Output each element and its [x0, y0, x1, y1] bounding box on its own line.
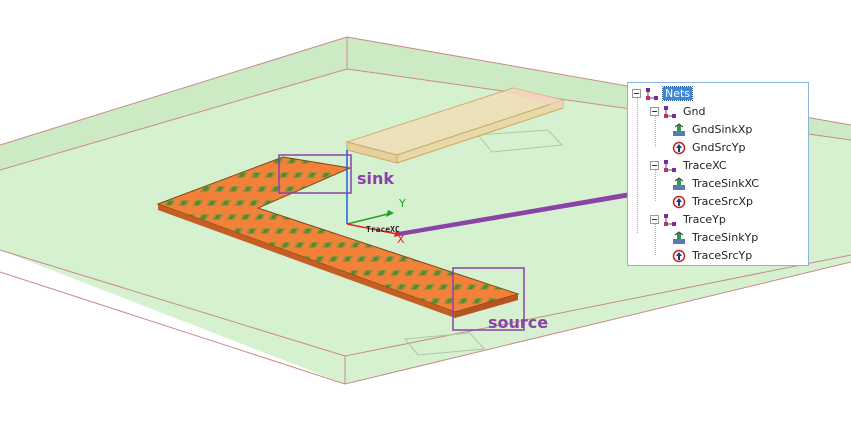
tree-guide	[655, 169, 656, 201]
source-terminal-icon	[672, 195, 686, 208]
sink-terminal-icon	[673, 122, 685, 136]
axis-y-label: Y	[399, 197, 406, 210]
source-callout-box	[452, 267, 525, 331]
tree-item-tracexc[interactable]: TraceXC	[650, 157, 729, 174]
tree-guide	[637, 97, 638, 233]
trace-name-label: TraceXC	[366, 225, 400, 234]
tree-label: TraceSrcXp	[692, 195, 754, 208]
sink-terminal-icon	[673, 176, 685, 190]
tree-item-tracesinkyp[interactable]: TraceSinkYp	[672, 229, 760, 246]
axis-triad	[346, 150, 402, 237]
tree-label: TraceSinkYp	[692, 231, 759, 244]
net-icon	[664, 213, 676, 226]
tree-item-nets[interactable]: Nets	[632, 85, 694, 102]
tree-item-tracesinkxc[interactable]: TraceSinkXC	[672, 175, 761, 192]
axis-x-label: X	[397, 233, 405, 246]
sink-callout-box	[278, 154, 352, 194]
tree-label: GndSrcYp	[692, 141, 746, 154]
tree-item-gnd[interactable]: Gnd	[650, 103, 707, 120]
collapse-icon[interactable]	[650, 107, 659, 116]
pointer-arrow	[398, 180, 668, 236]
nets-tree-panel[interactable]: Nets Gnd GndSinkXp GndSrcYp TraceXC Trac…	[627, 82, 809, 266]
tree-item-gndsrcyp[interactable]: GndSrcYp	[672, 139, 748, 156]
trace-l-shape[interactable]	[156, 156, 520, 318]
source-label: source	[488, 313, 549, 332]
ground-plate[interactable]	[345, 87, 565, 164]
tree-guide	[655, 223, 656, 255]
tree-label: TraceXC	[683, 159, 727, 172]
tree-label: TraceSinkXC	[692, 177, 759, 190]
tree-label: Gnd	[683, 105, 706, 118]
tree-guide	[655, 115, 656, 147]
sink-terminal-icon	[673, 230, 685, 244]
source-terminal-icon	[672, 249, 686, 262]
collapse-icon[interactable]	[650, 215, 659, 224]
tree-label: Nets	[661, 86, 694, 101]
net-icon	[646, 87, 658, 100]
tree-item-gndsinkxp[interactable]: GndSinkXp	[672, 121, 754, 138]
collapse-icon[interactable]	[650, 161, 659, 170]
net-icon	[664, 159, 676, 172]
net-icon	[664, 105, 676, 118]
tree-item-traceyp[interactable]: TraceYp	[650, 211, 728, 228]
tree-item-tracesrcxp[interactable]: TraceSrcXp	[672, 193, 755, 210]
tree-label: GndSinkXp	[692, 123, 753, 136]
tree-item-tracesrcyp[interactable]: TraceSrcYp	[672, 247, 754, 264]
collapse-icon[interactable]	[632, 89, 641, 98]
source-terminal-icon	[672, 141, 686, 154]
tree-label: TraceSrcYp	[692, 249, 753, 262]
tree-label: TraceYp	[683, 213, 726, 226]
sink-label: sink	[357, 169, 395, 188]
